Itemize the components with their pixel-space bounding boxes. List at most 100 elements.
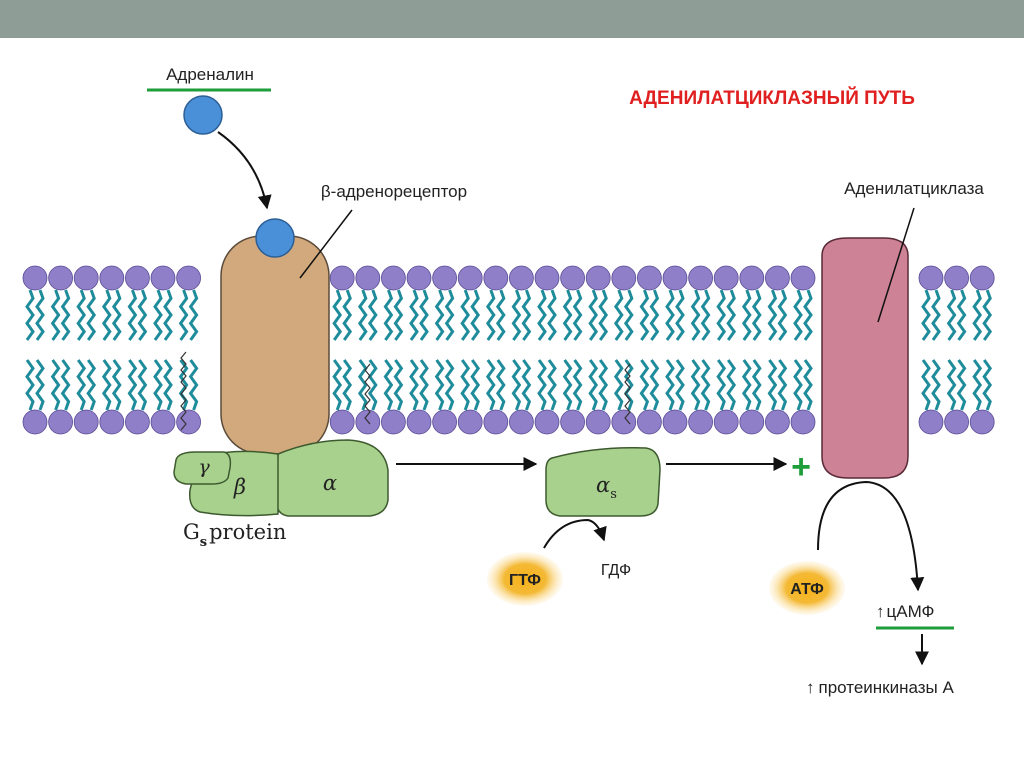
lipid-tail <box>946 289 957 341</box>
phospholipid-head <box>688 409 713 435</box>
lipid-tail <box>521 359 532 411</box>
lipid-tail <box>972 289 983 341</box>
lipid-tail <box>946 359 957 411</box>
phospholipid-head <box>713 409 739 435</box>
phospholipid-head <box>355 265 381 291</box>
lipid-tail <box>137 359 148 411</box>
lipid-tail <box>495 359 506 411</box>
phospholipid-head <box>534 409 560 435</box>
camp-text: цАМФ <box>887 602 935 621</box>
lipid-tail <box>793 359 803 411</box>
phospholipid-head <box>48 265 73 291</box>
phospholipid-head <box>790 265 816 291</box>
gs-subscript: s <box>200 535 207 550</box>
phospholipid-head <box>969 409 995 435</box>
lipid-tail <box>726 359 737 411</box>
alpha-lipid-anchor <box>364 363 371 425</box>
lipid-tail <box>921 289 931 341</box>
lipid-tail <box>60 289 71 341</box>
g-alpha-s-subunit <box>545 446 661 517</box>
lipid-tail <box>50 359 61 411</box>
lipid-tail <box>60 359 71 411</box>
phospholipid-head <box>22 265 48 291</box>
lipid-tail <box>50 289 61 341</box>
lipid-tail <box>383 289 394 341</box>
lipid-tail <box>111 359 122 411</box>
lipid-tail <box>741 359 752 411</box>
phospholipid-head <box>380 265 406 291</box>
phospholipid-head <box>329 409 355 435</box>
lipid-tail <box>741 289 752 341</box>
phospholipid-head <box>713 265 739 291</box>
lipid-tail <box>188 289 199 341</box>
lipid-tail <box>803 359 813 411</box>
lipid-tail <box>700 289 711 341</box>
beta-symbol: β <box>233 475 246 499</box>
lipid-tail <box>163 289 173 341</box>
lipid-tail <box>649 289 660 341</box>
lipid-tail <box>675 359 685 411</box>
phospholipid-head <box>637 409 662 435</box>
phospholipid-head <box>483 265 509 291</box>
lipid-tail <box>690 359 701 411</box>
alpha-s-lipid-anchor <box>624 363 631 425</box>
beta-adrenoreceptor <box>220 235 330 455</box>
phospholipid-head <box>99 409 125 435</box>
beta-receptor-pointer <box>299 209 353 279</box>
bound-adrenaline <box>255 218 295 258</box>
lipid-tail <box>76 289 87 341</box>
gtp-molecule <box>487 552 563 606</box>
atp-label: АТФ <box>790 581 824 598</box>
phospholipid-head <box>48 409 73 435</box>
lipid-tail <box>444 289 455 341</box>
phospholipid-head <box>739 265 765 291</box>
phospholipid-head <box>406 265 432 291</box>
lipid-tail <box>982 289 993 341</box>
lipid-tail <box>562 289 573 341</box>
atp-molecule <box>769 561 845 615</box>
g-alpha-subunit <box>275 439 389 517</box>
adenylate-cyclase-label: Аденилатциклаза <box>844 179 984 198</box>
lipid-tail <box>613 289 624 341</box>
lipid-tail <box>598 289 609 341</box>
page-title: АДЕНИЛАТЦИКЛАЗНЫЙ ПУТЬ <box>629 87 915 109</box>
lipid-tail <box>511 289 522 341</box>
lipid-tail <box>470 359 481 411</box>
lipid-tail <box>588 359 599 411</box>
lipid-tail <box>665 359 675 411</box>
phospholipid-head <box>918 409 944 435</box>
phospholipid-head <box>918 265 944 291</box>
lipid-tail <box>35 289 45 341</box>
lipid-tail <box>700 359 711 411</box>
lipid-tail <box>537 359 547 411</box>
phospholipid-head <box>22 409 48 435</box>
lipid-tail <box>101 289 112 341</box>
beta-receptor-label: β-адренорецептор <box>321 182 467 201</box>
cyclase-pointer <box>877 207 915 323</box>
phospholipid-head <box>637 265 662 291</box>
lipid-tail <box>332 289 343 341</box>
lipid-tail <box>101 359 112 411</box>
lipid-tail <box>623 289 634 341</box>
lipid-tail <box>982 359 993 411</box>
lipid-tail <box>393 359 404 411</box>
adrenaline-label: Адреналин <box>166 65 254 84</box>
lipid-tail <box>409 359 419 411</box>
plus-sign: + <box>791 448 811 486</box>
lipid-tail <box>419 359 429 411</box>
lipid-tail <box>521 289 532 341</box>
lipid-tail <box>588 289 599 341</box>
phospholipid-head <box>150 409 176 435</box>
lipid-tail <box>639 359 650 411</box>
adrenaline-ligand <box>183 95 223 135</box>
lipid-tail <box>751 289 762 341</box>
gs-letter: G <box>183 520 200 544</box>
lipid-tail <box>86 289 97 341</box>
top-bar <box>0 0 1024 38</box>
lipid-tail <box>767 359 778 411</box>
gs-protein-word: protein <box>209 520 286 544</box>
lipid-tail <box>767 289 778 341</box>
lipid-tail <box>127 359 138 411</box>
